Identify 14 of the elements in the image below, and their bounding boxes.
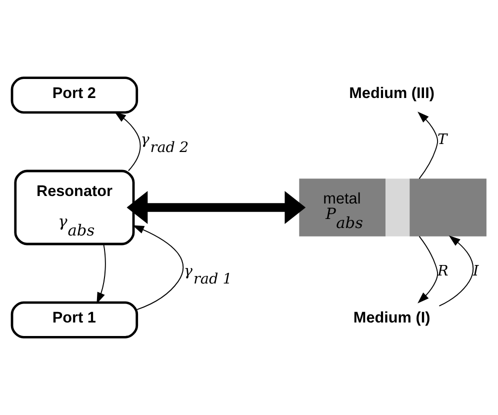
arrow bbox=[418, 236, 438, 304]
arrow bbox=[126, 191, 306, 224]
edge-label: R bbox=[437, 264, 448, 280]
node-box: Port 2 bbox=[10, 76, 138, 114]
edge-label: I bbox=[473, 264, 479, 280]
arrow bbox=[114, 112, 141, 172]
node-text: Medium (III) bbox=[349, 84, 434, 102]
arrow bbox=[438, 235, 474, 306]
arrow bbox=[418, 112, 438, 180]
node-text: Medium (I) bbox=[353, 310, 430, 327]
arrow bbox=[96, 244, 106, 304]
arrow bbox=[132, 225, 184, 310]
node-box: Port 1 bbox=[10, 301, 138, 338]
edge-label: T bbox=[437, 132, 448, 148]
